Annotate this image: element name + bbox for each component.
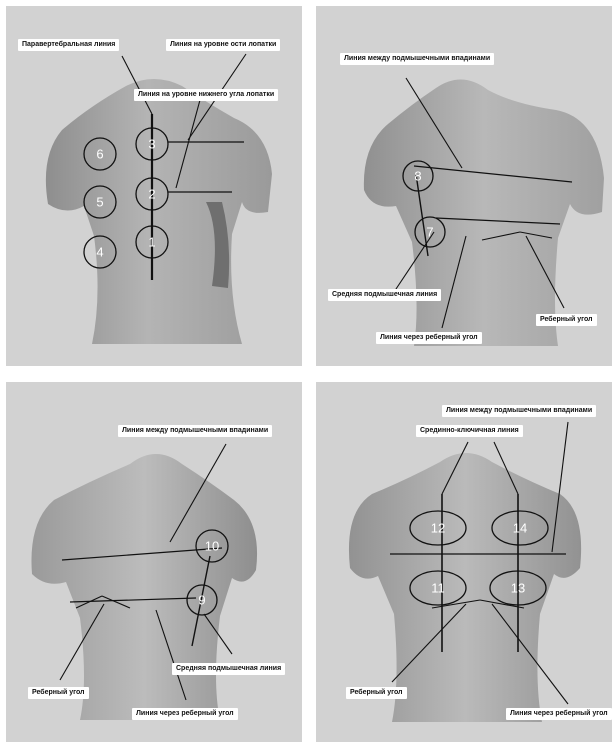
number-6: 6 <box>96 147 103 162</box>
label-interaxillary-line: Линия между подмышечными впадинами <box>118 425 272 437</box>
front-torso-shape-left <box>31 454 257 720</box>
label-mid-axillary-line: Средняя подмышечная линия <box>172 663 285 675</box>
number-4: 4 <box>96 245 103 260</box>
number-12: 12 <box>431 521 445 536</box>
label-costal-angle: Реберный угол <box>28 687 89 699</box>
number-10: 10 <box>205 539 219 554</box>
label-mid-axillary-line: Средняя подмышечная линия <box>328 289 441 301</box>
panel-back-view: 3 2 1 6 5 4 Паравертебральная линия Лини… <box>6 6 302 366</box>
number-7: 7 <box>426 225 433 240</box>
number-11: 11 <box>431 581 445 596</box>
label-interaxillary-line: Линия между подмышечными впадинами <box>340 53 494 65</box>
label-costal-angle-line: Линия через реберный угол <box>132 708 238 720</box>
number-3: 3 <box>148 137 155 152</box>
number-5: 5 <box>96 195 103 210</box>
label-costal-angle-line: Линия через реберный угол <box>506 708 612 720</box>
label-scapular-spine-line: Линия на уровне ости лопатки <box>166 39 280 51</box>
label-scapula-angle-line: Линия на уровне нижнего угла лопатки <box>134 89 278 101</box>
label-costal-angle: Реберный угол <box>536 314 597 326</box>
number-9: 9 <box>198 593 205 608</box>
back-torso-shape <box>46 79 272 344</box>
panel-front-center-view: 12 14 11 13 Линия между подмышечными впа… <box>316 382 612 742</box>
number-1: 1 <box>148 235 155 250</box>
number-2: 2 <box>148 187 155 202</box>
number-13: 13 <box>511 581 525 596</box>
panel-front-right-view: 8 7 Линия между подмышечными впадинами С… <box>316 6 612 366</box>
front-torso-shape-right <box>364 79 604 346</box>
label-midclavicular-line: Срединно-ключичная линия <box>416 425 523 437</box>
label-paravertebral-line: Паравертебральная линия <box>18 39 119 51</box>
label-interaxillary-line: Линия между подмышечными впадинами <box>442 405 596 417</box>
number-8: 8 <box>414 169 421 184</box>
label-costal-angle: Реберный угол <box>346 687 407 699</box>
label-costal-angle-line: Линия через реберный угол <box>376 332 482 344</box>
panel-front-left-view: 10 9 Линия между подмышечными впадинами … <box>6 382 302 742</box>
number-14: 14 <box>513 521 527 536</box>
back-torso-figure: 3 2 1 6 5 4 <box>6 6 302 366</box>
